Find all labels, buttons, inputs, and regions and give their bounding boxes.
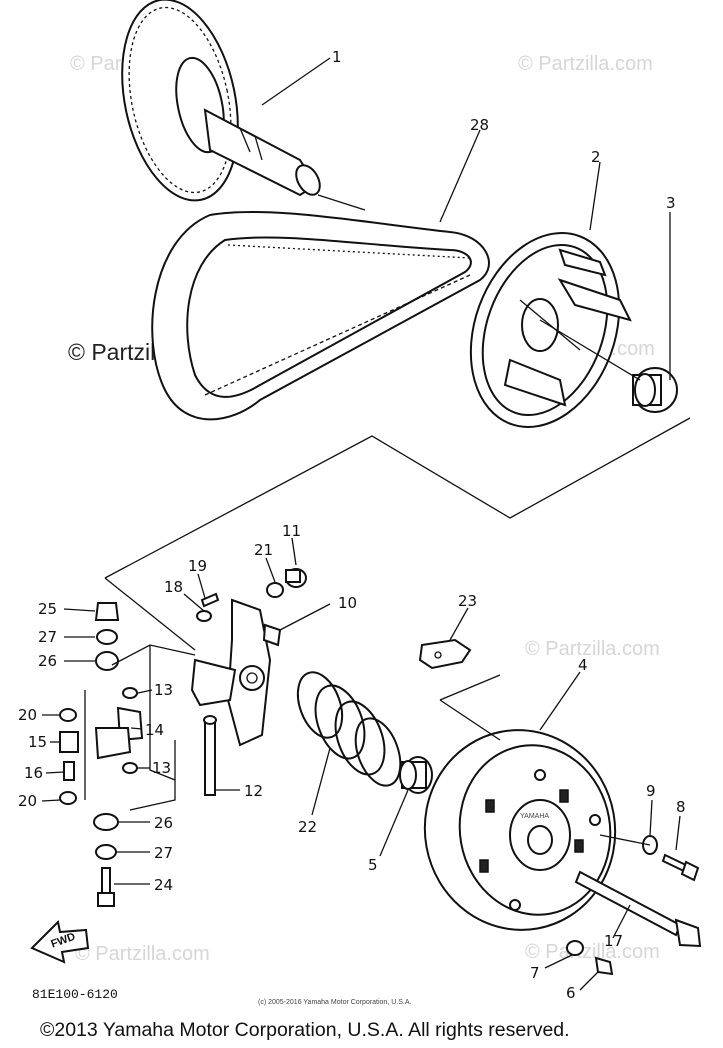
callout-4: 4	[578, 656, 588, 674]
watermark: © Partzilla.com	[525, 941, 660, 963]
part-16	[63, 761, 75, 781]
part-24	[101, 867, 111, 896]
small-copyright: (c) 2005-2016 Yamaha Motor Corporation, …	[258, 999, 411, 1006]
hardware-right	[566, 835, 702, 976]
part-20	[59, 708, 77, 722]
part-1-sheave-shaft	[121, 0, 321, 202]
watermark: © Partzilla.com	[525, 638, 660, 660]
assembly-outline	[84, 194, 691, 846]
callout-21: 21	[254, 541, 273, 559]
callout-2: 2	[591, 148, 601, 166]
part-22-spring	[296, 671, 402, 787]
watermark: © Partzilla.com	[75, 943, 210, 965]
callout-14: 14	[145, 721, 164, 739]
linkage-bracket	[116, 658, 237, 796]
part-27	[96, 629, 118, 645]
callout-12: 12	[244, 782, 263, 800]
callout-22: 22	[298, 818, 317, 836]
callout-9: 9	[646, 782, 656, 800]
part-21	[266, 582, 284, 598]
callout-11: 11	[282, 522, 301, 540]
part-17	[574, 870, 682, 937]
callout-3: 3	[666, 194, 676, 212]
part-4-primary-drum: YAMAHA	[423, 729, 617, 931]
watermark: © Partzilla.com	[518, 53, 653, 75]
callout-6: 6	[566, 984, 576, 1002]
callout-27b: 27	[154, 844, 173, 862]
callout-10: 10	[338, 594, 357, 612]
callout-27: 27	[38, 628, 57, 646]
callout-13: 13	[154, 681, 173, 699]
callout-7: 7	[530, 964, 540, 982]
callout-16: 16	[24, 764, 43, 782]
drum-brand-text: YAMAHA	[520, 813, 549, 820]
part-3-bushing	[632, 367, 678, 413]
part-18	[196, 610, 212, 622]
callout-26b: 26	[154, 814, 173, 832]
callout-8: 8	[676, 798, 686, 816]
diagram-code: 81E100-6120	[32, 987, 118, 1002]
callout-5: 5	[368, 856, 378, 874]
part-2-sheave-housing	[469, 232, 632, 428]
callout-28: 28	[470, 116, 489, 134]
part-15	[59, 731, 79, 753]
part-6	[594, 956, 614, 976]
part-10-weight-arm	[226, 598, 282, 747]
callout-23: 23	[458, 592, 477, 610]
part-26	[95, 651, 119, 671]
small-parts-upper	[196, 568, 307, 622]
callout-17: 17	[604, 932, 623, 950]
part-25	[94, 602, 120, 621]
callout-numbers: 1 28 2 3 11 21 19 18 10 23 25 27 26 13 2…	[18, 48, 686, 1002]
callout-20b: 20	[18, 792, 37, 810]
part-26b	[93, 813, 119, 831]
part-5-collar	[399, 756, 433, 794]
part-28-drive-belt	[151, 210, 490, 421]
callout-18: 18	[164, 578, 183, 596]
part-27b	[95, 844, 117, 860]
copyright-footer: ©2013 Yamaha Motor Corporation, U.S.A. A…	[40, 1019, 570, 1041]
part-23-bracket	[418, 638, 472, 670]
callout-1: 1	[332, 48, 342, 66]
part-20b	[59, 791, 77, 805]
callout-19: 19	[188, 557, 207, 575]
part-7	[566, 940, 584, 956]
part-19	[200, 592, 220, 608]
callout-25: 25	[38, 600, 57, 618]
callout-15: 15	[28, 733, 47, 751]
leader-lines	[41, 57, 681, 991]
callout-24: 24	[154, 876, 173, 894]
callout-26: 26	[38, 652, 57, 670]
left-stack-parts	[59, 602, 132, 907]
callout-13b: 13	[152, 759, 171, 777]
callout-20: 20	[18, 706, 37, 724]
fwd-arrow-icon: FWD	[30, 919, 90, 964]
